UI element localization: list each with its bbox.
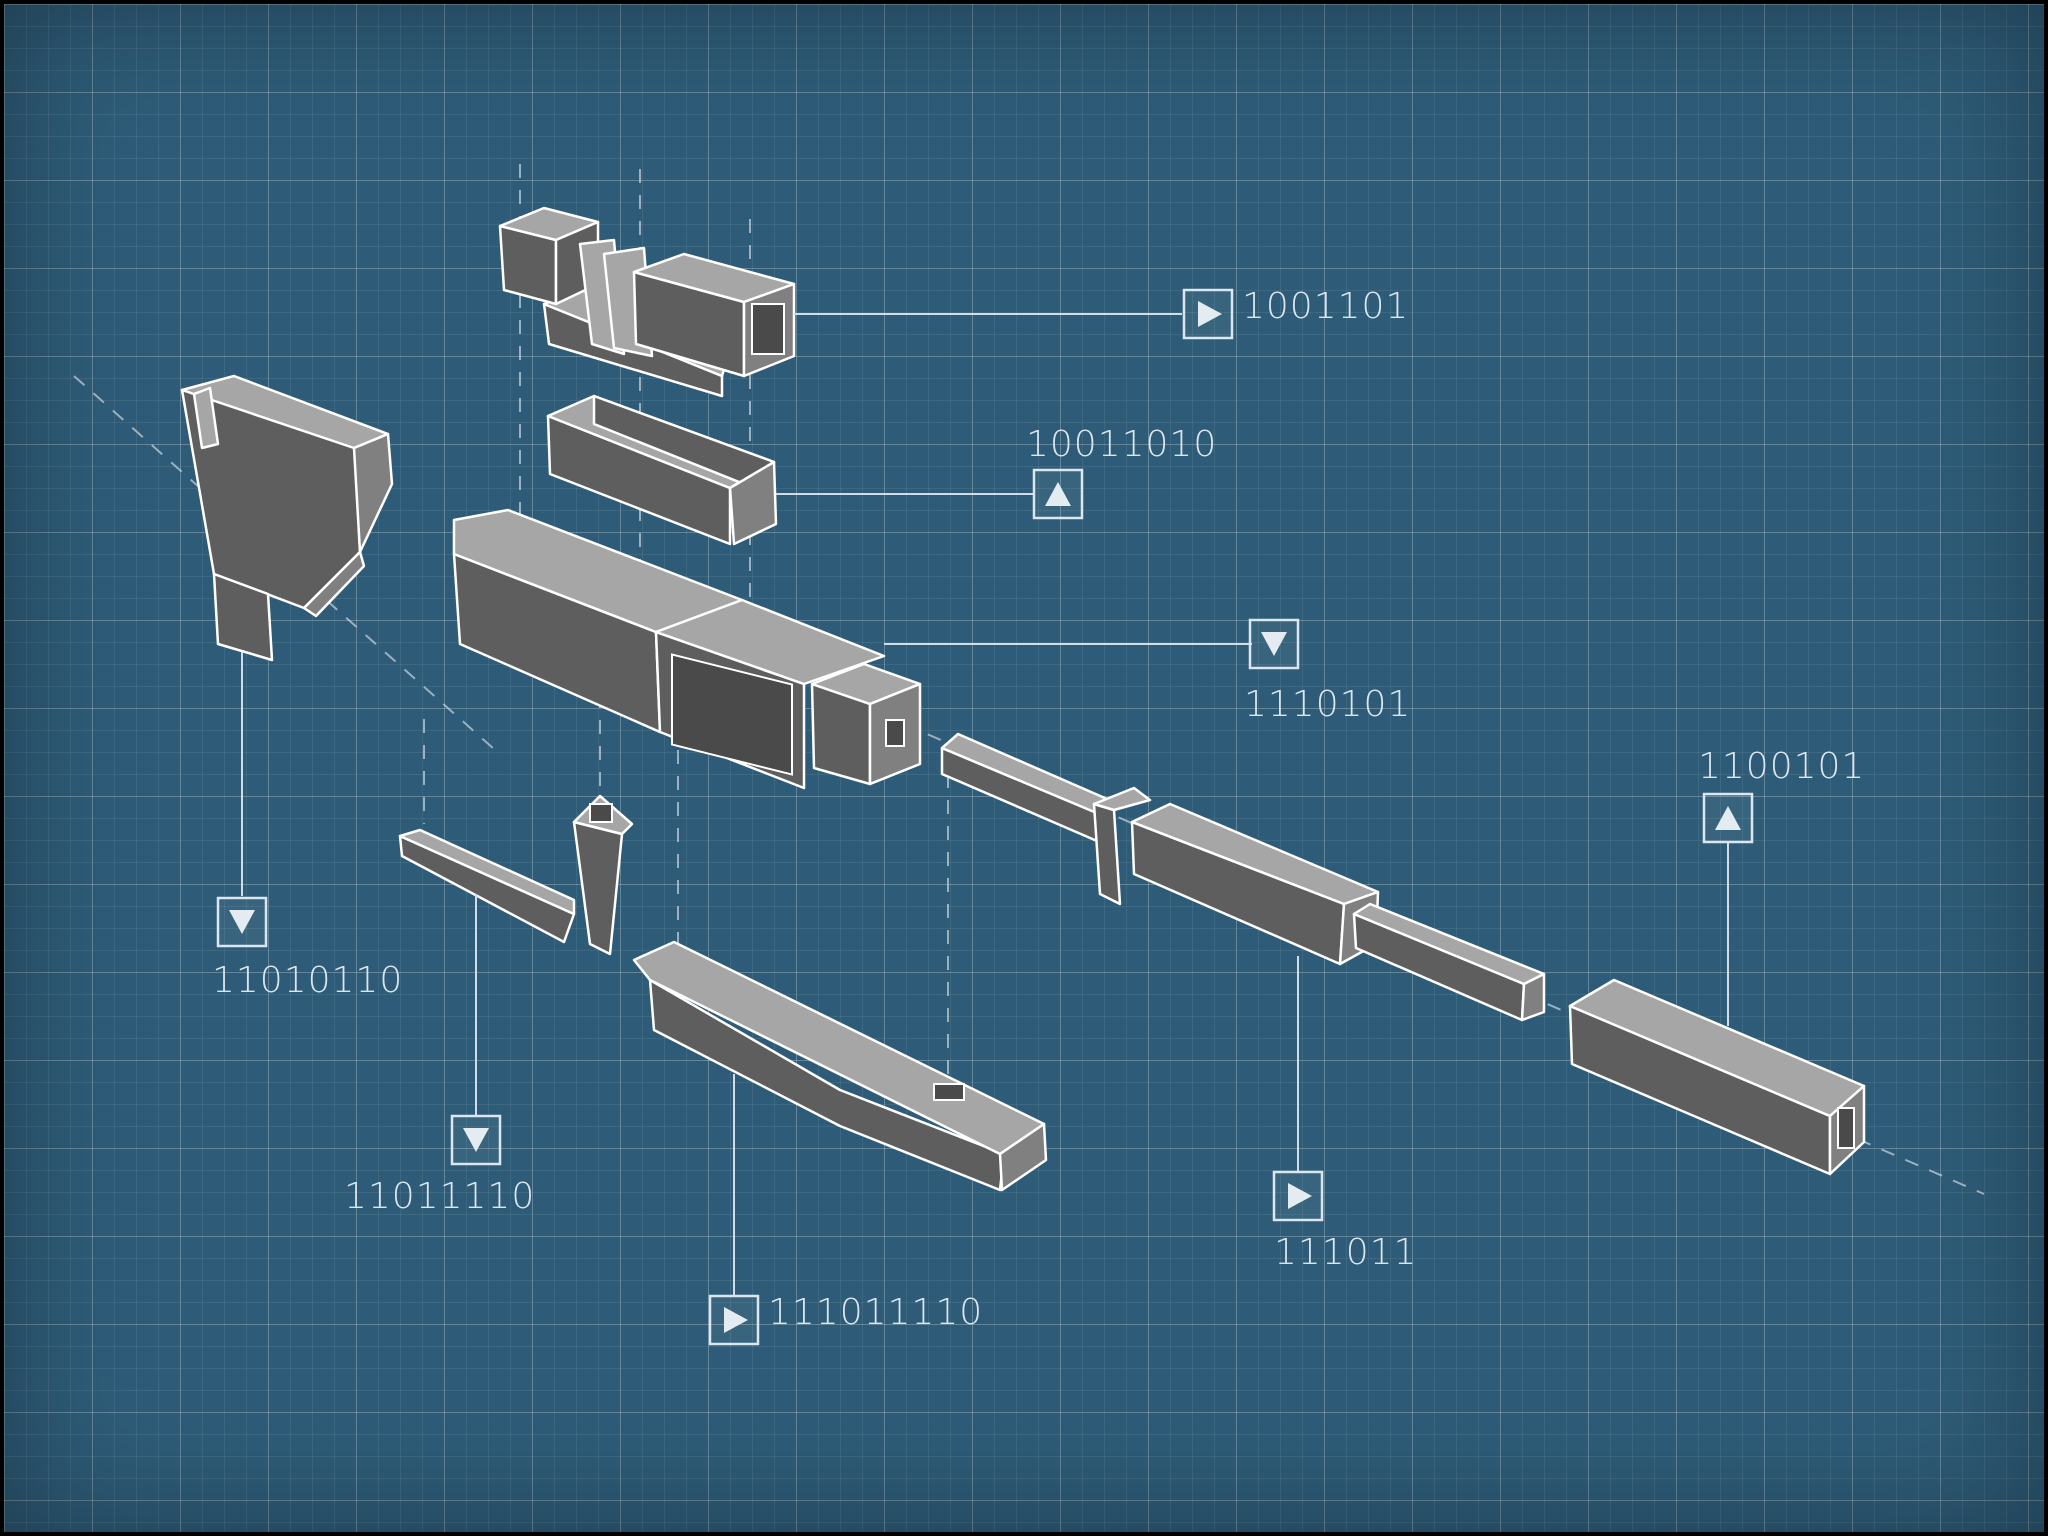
- part-e-hanger-bracket: [180, 374, 394, 662]
- callout-label: 111011: [1274, 1232, 1417, 1273]
- callout-label: 11011110: [344, 1176, 535, 1217]
- part-a-top-connector: [498, 206, 796, 398]
- callout-part-g[interactable]: 111011110: [708, 1292, 983, 1346]
- triangle-right-icon: [724, 1307, 748, 1333]
- triangle-right-icon: [1198, 301, 1222, 327]
- callout-part-e[interactable]: 11010110: [212, 896, 403, 1001]
- triangle-up-icon: [1045, 482, 1071, 506]
- leader-lines: [241, 313, 1729, 1296]
- callout-label: 10011010: [1026, 424, 1217, 465]
- triangle-right-icon: [1288, 1183, 1312, 1209]
- callout-label: 1100101: [1698, 746, 1865, 787]
- triangle-down-icon: [229, 910, 255, 934]
- part-b-channel-rail: [546, 394, 778, 546]
- blueprint-canvas: 1001101 10011010 1110101 1100101 1101011…: [4, 4, 2044, 1532]
- part-f-lever: [398, 794, 634, 956]
- callout-label: 1110101: [1244, 684, 1411, 725]
- triangle-down-icon: [463, 1128, 489, 1152]
- exploded-assembly-diagram: 1001101 10011010 1110101 1100101 1101011…: [73, 164, 1985, 1346]
- callout-label: 11010110: [212, 960, 403, 1001]
- marker-box[interactable]: [1032, 468, 1084, 520]
- callout-part-f[interactable]: 11011110: [344, 1114, 535, 1217]
- triangle-up-icon: [1715, 806, 1741, 830]
- part-d-end-tube: [1568, 978, 1866, 1176]
- callout-part-c[interactable]: 1110101: [1244, 618, 1411, 725]
- callout-part-a[interactable]: 1001101: [1182, 286, 1409, 340]
- triangle-down-icon: [1261, 632, 1287, 656]
- callout-part-d[interactable]: 1100101: [1698, 746, 1865, 844]
- part-g-slide-tray: [632, 940, 1048, 1192]
- marker-box[interactable]: [1702, 792, 1754, 844]
- part-c-main-body: [452, 508, 922, 790]
- callout-label: 1001101: [1242, 286, 1409, 327]
- callout-label: 111011110: [768, 1292, 983, 1333]
- part-h-shaft: [940, 732, 1546, 1022]
- callout-part-b[interactable]: 10011010: [1026, 424, 1217, 520]
- callout-part-h[interactable]: 111011: [1272, 1170, 1417, 1273]
